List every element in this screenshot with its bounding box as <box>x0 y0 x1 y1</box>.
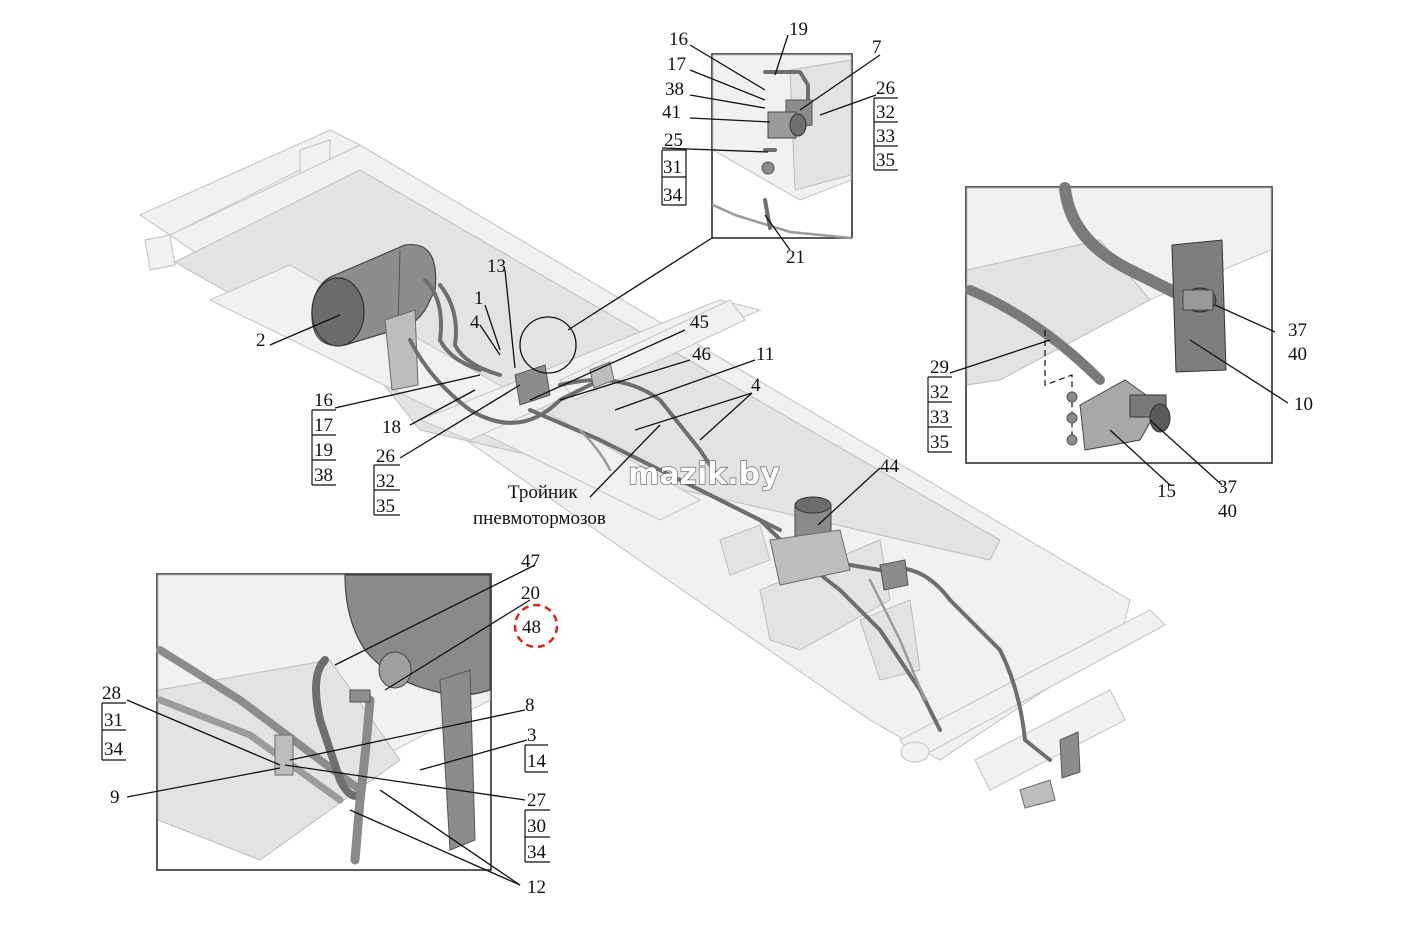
inset-bottom-left <box>156 573 492 871</box>
label-37b: 37 <box>1218 477 1237 498</box>
label-27: 27 <box>527 790 546 811</box>
label-20: 20 <box>521 583 540 604</box>
label-33a: 33 <box>876 126 895 147</box>
label-19b: 19 <box>314 440 333 461</box>
tee-label-line1: Тройник <box>508 482 578 503</box>
label-4a: 4 <box>470 312 480 333</box>
inset-top <box>711 53 853 240</box>
highlight-circle-48 <box>513 603 559 649</box>
label-46: 46 <box>692 344 711 365</box>
label-7: 7 <box>872 37 882 58</box>
air-receiver-tank <box>311 243 437 391</box>
label-15: 15 <box>1157 481 1176 502</box>
label-12: 12 <box>527 877 546 898</box>
label-33b: 33 <box>930 407 949 428</box>
label-8: 8 <box>525 695 535 716</box>
label-32b: 32 <box>376 471 395 492</box>
label-9: 9 <box>110 787 120 808</box>
leader-lines <box>126 34 1289 886</box>
label-25: 25 <box>664 130 683 151</box>
label-1: 1 <box>474 288 484 309</box>
label-stack-boxes <box>101 97 952 863</box>
label-45: 45 <box>690 312 709 333</box>
label-28: 28 <box>102 683 121 704</box>
label-10: 10 <box>1294 394 1313 415</box>
label-38b: 38 <box>314 465 333 486</box>
watermark: mazik.by <box>628 457 780 492</box>
rear-brackets <box>1019 731 1081 809</box>
part-44-cylinder <box>769 496 851 586</box>
label-16b: 16 <box>314 390 333 411</box>
label-35c: 35 <box>930 432 949 453</box>
label-34a: 34 <box>663 185 683 206</box>
label-11: 11 <box>756 344 774 365</box>
label-34b: 34 <box>104 739 124 760</box>
label-17a: 17 <box>667 54 686 75</box>
label-19a: 19 <box>789 19 808 40</box>
label-17b: 17 <box>314 415 333 436</box>
label-26b: 26 <box>376 446 395 467</box>
label-37a: 37 <box>1288 320 1307 341</box>
label-32a: 32 <box>876 102 895 123</box>
label-40a: 40 <box>1288 344 1307 365</box>
label-4b: 4 <box>751 375 761 396</box>
label-35a: 35 <box>876 150 895 171</box>
label-30: 30 <box>527 816 546 837</box>
label-35b: 35 <box>376 496 395 517</box>
label-18: 18 <box>382 417 401 438</box>
label-31a: 31 <box>663 157 682 178</box>
label-2: 2 <box>256 330 266 351</box>
label-21: 21 <box>786 247 805 268</box>
label-29: 29 <box>930 357 949 378</box>
label-44: 44 <box>880 456 900 477</box>
label-48: 48 <box>522 617 541 638</box>
label-16a: 16 <box>669 29 688 50</box>
label-34c: 34 <box>527 842 547 863</box>
part-labels: 16 17 38 41 25 31 34 19 7 26 32 33 35 21… <box>102 19 1313 898</box>
inset-right <box>965 182 1273 464</box>
tee-label-line2: пневмотормозов <box>473 508 606 529</box>
label-41: 41 <box>662 102 681 123</box>
label-3: 3 <box>527 725 537 746</box>
label-40b: 40 <box>1218 501 1237 522</box>
label-26a: 26 <box>876 78 895 99</box>
label-31b: 31 <box>104 710 123 731</box>
label-13: 13 <box>487 256 506 277</box>
detail-focus-circle <box>519 316 577 374</box>
label-47: 47 <box>521 551 540 572</box>
label-14: 14 <box>527 751 547 772</box>
label-32c: 32 <box>930 382 949 403</box>
label-38a: 38 <box>665 79 684 100</box>
